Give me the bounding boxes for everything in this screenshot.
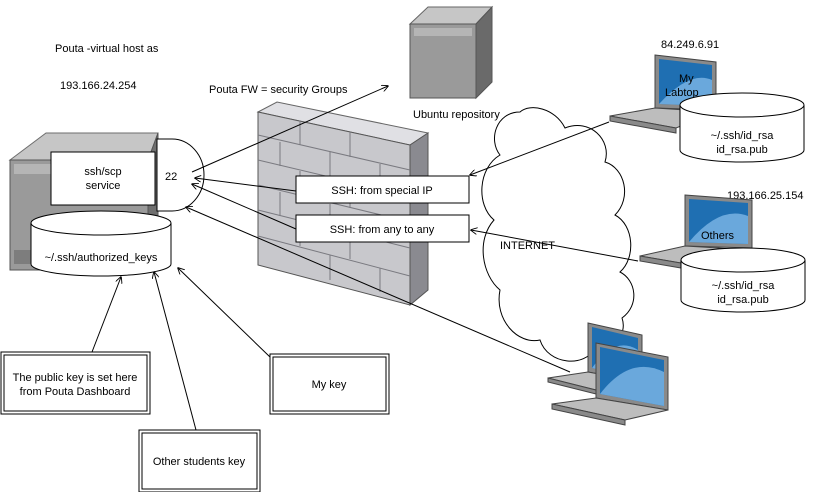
- ssh-service-line1: ssh/scp: [84, 166, 121, 178]
- arrow-special-ip-to-port: [195, 178, 297, 192]
- rule-special-ip-label: SSH: from special IP: [331, 185, 432, 197]
- arrow-others-to-rule: [471, 230, 639, 262]
- rule-any-label: SSH: from any to any: [330, 224, 435, 236]
- ubuntu-label: Ubuntu repository: [413, 109, 500, 121]
- arrow-my-key-to-keys: [178, 268, 271, 358]
- others-id-rsa-line2: id_rsa.pub: [717, 294, 768, 306]
- host-title: Pouta -virtual host as: [55, 43, 159, 55]
- laptop-ip-top: 84.249.6.91: [661, 39, 719, 51]
- port-label: 22: [165, 171, 177, 183]
- arrow-public-key-to-keys: [91, 277, 121, 353]
- ssh-service-box: [50, 151, 156, 206]
- others-id-rsa-line1: ~/.ssh/id_rsa: [712, 280, 776, 292]
- others-ip: 193.166.25.154: [727, 190, 803, 202]
- my-laptop-line2: Labtop: [665, 87, 699, 99]
- internet-label: INTERNET: [500, 240, 555, 252]
- arrow-any-to-port: [192, 184, 297, 230]
- host-ip: 193.166.24.254: [60, 80, 136, 92]
- my-id-rsa-line2: id_rsa.pub: [716, 144, 767, 156]
- public-key-line2: from Pouta Dashboard: [20, 386, 131, 398]
- my-id-rsa-cylinder: [679, 92, 805, 163]
- port-22-shape: [156, 138, 205, 212]
- my-key-label: My key: [312, 379, 347, 391]
- bottom-laptop-front-icon: [551, 342, 669, 426]
- fw-title: Pouta FW = security Groups: [209, 84, 348, 96]
- cloud-icon: [481, 107, 635, 362]
- arrow-my-laptop-to-rule: [470, 121, 610, 175]
- rule-any-box: [295, 214, 470, 243]
- others-id-rsa-cylinder: [680, 247, 806, 313]
- authorized-keys-label: ~/.ssh/authorized_keys: [45, 252, 158, 264]
- ubuntu-server-icon: [408, 5, 494, 100]
- public-key-line1: The public key is set here: [13, 372, 138, 384]
- arrow-other-key-to-keys: [154, 272, 197, 431]
- others-label: Others: [701, 230, 735, 242]
- arrow-to-ubuntu: [191, 86, 388, 173]
- ssh-service-line2: service: [86, 180, 121, 192]
- other-students-key-label: Other students key: [153, 456, 246, 468]
- other-students-key-box: [138, 429, 261, 492]
- arrow-bottom-laptop-to-port: [186, 207, 571, 373]
- authorized-keys-cylinder: [30, 210, 172, 277]
- my-id-rsa-line1: ~/.ssh/id_rsa: [711, 130, 775, 142]
- my-laptop-line1: My: [679, 73, 694, 85]
- my-key-box: [269, 353, 390, 415]
- public-key-box: [0, 351, 151, 415]
- rule-special-ip-box: [295, 175, 470, 204]
